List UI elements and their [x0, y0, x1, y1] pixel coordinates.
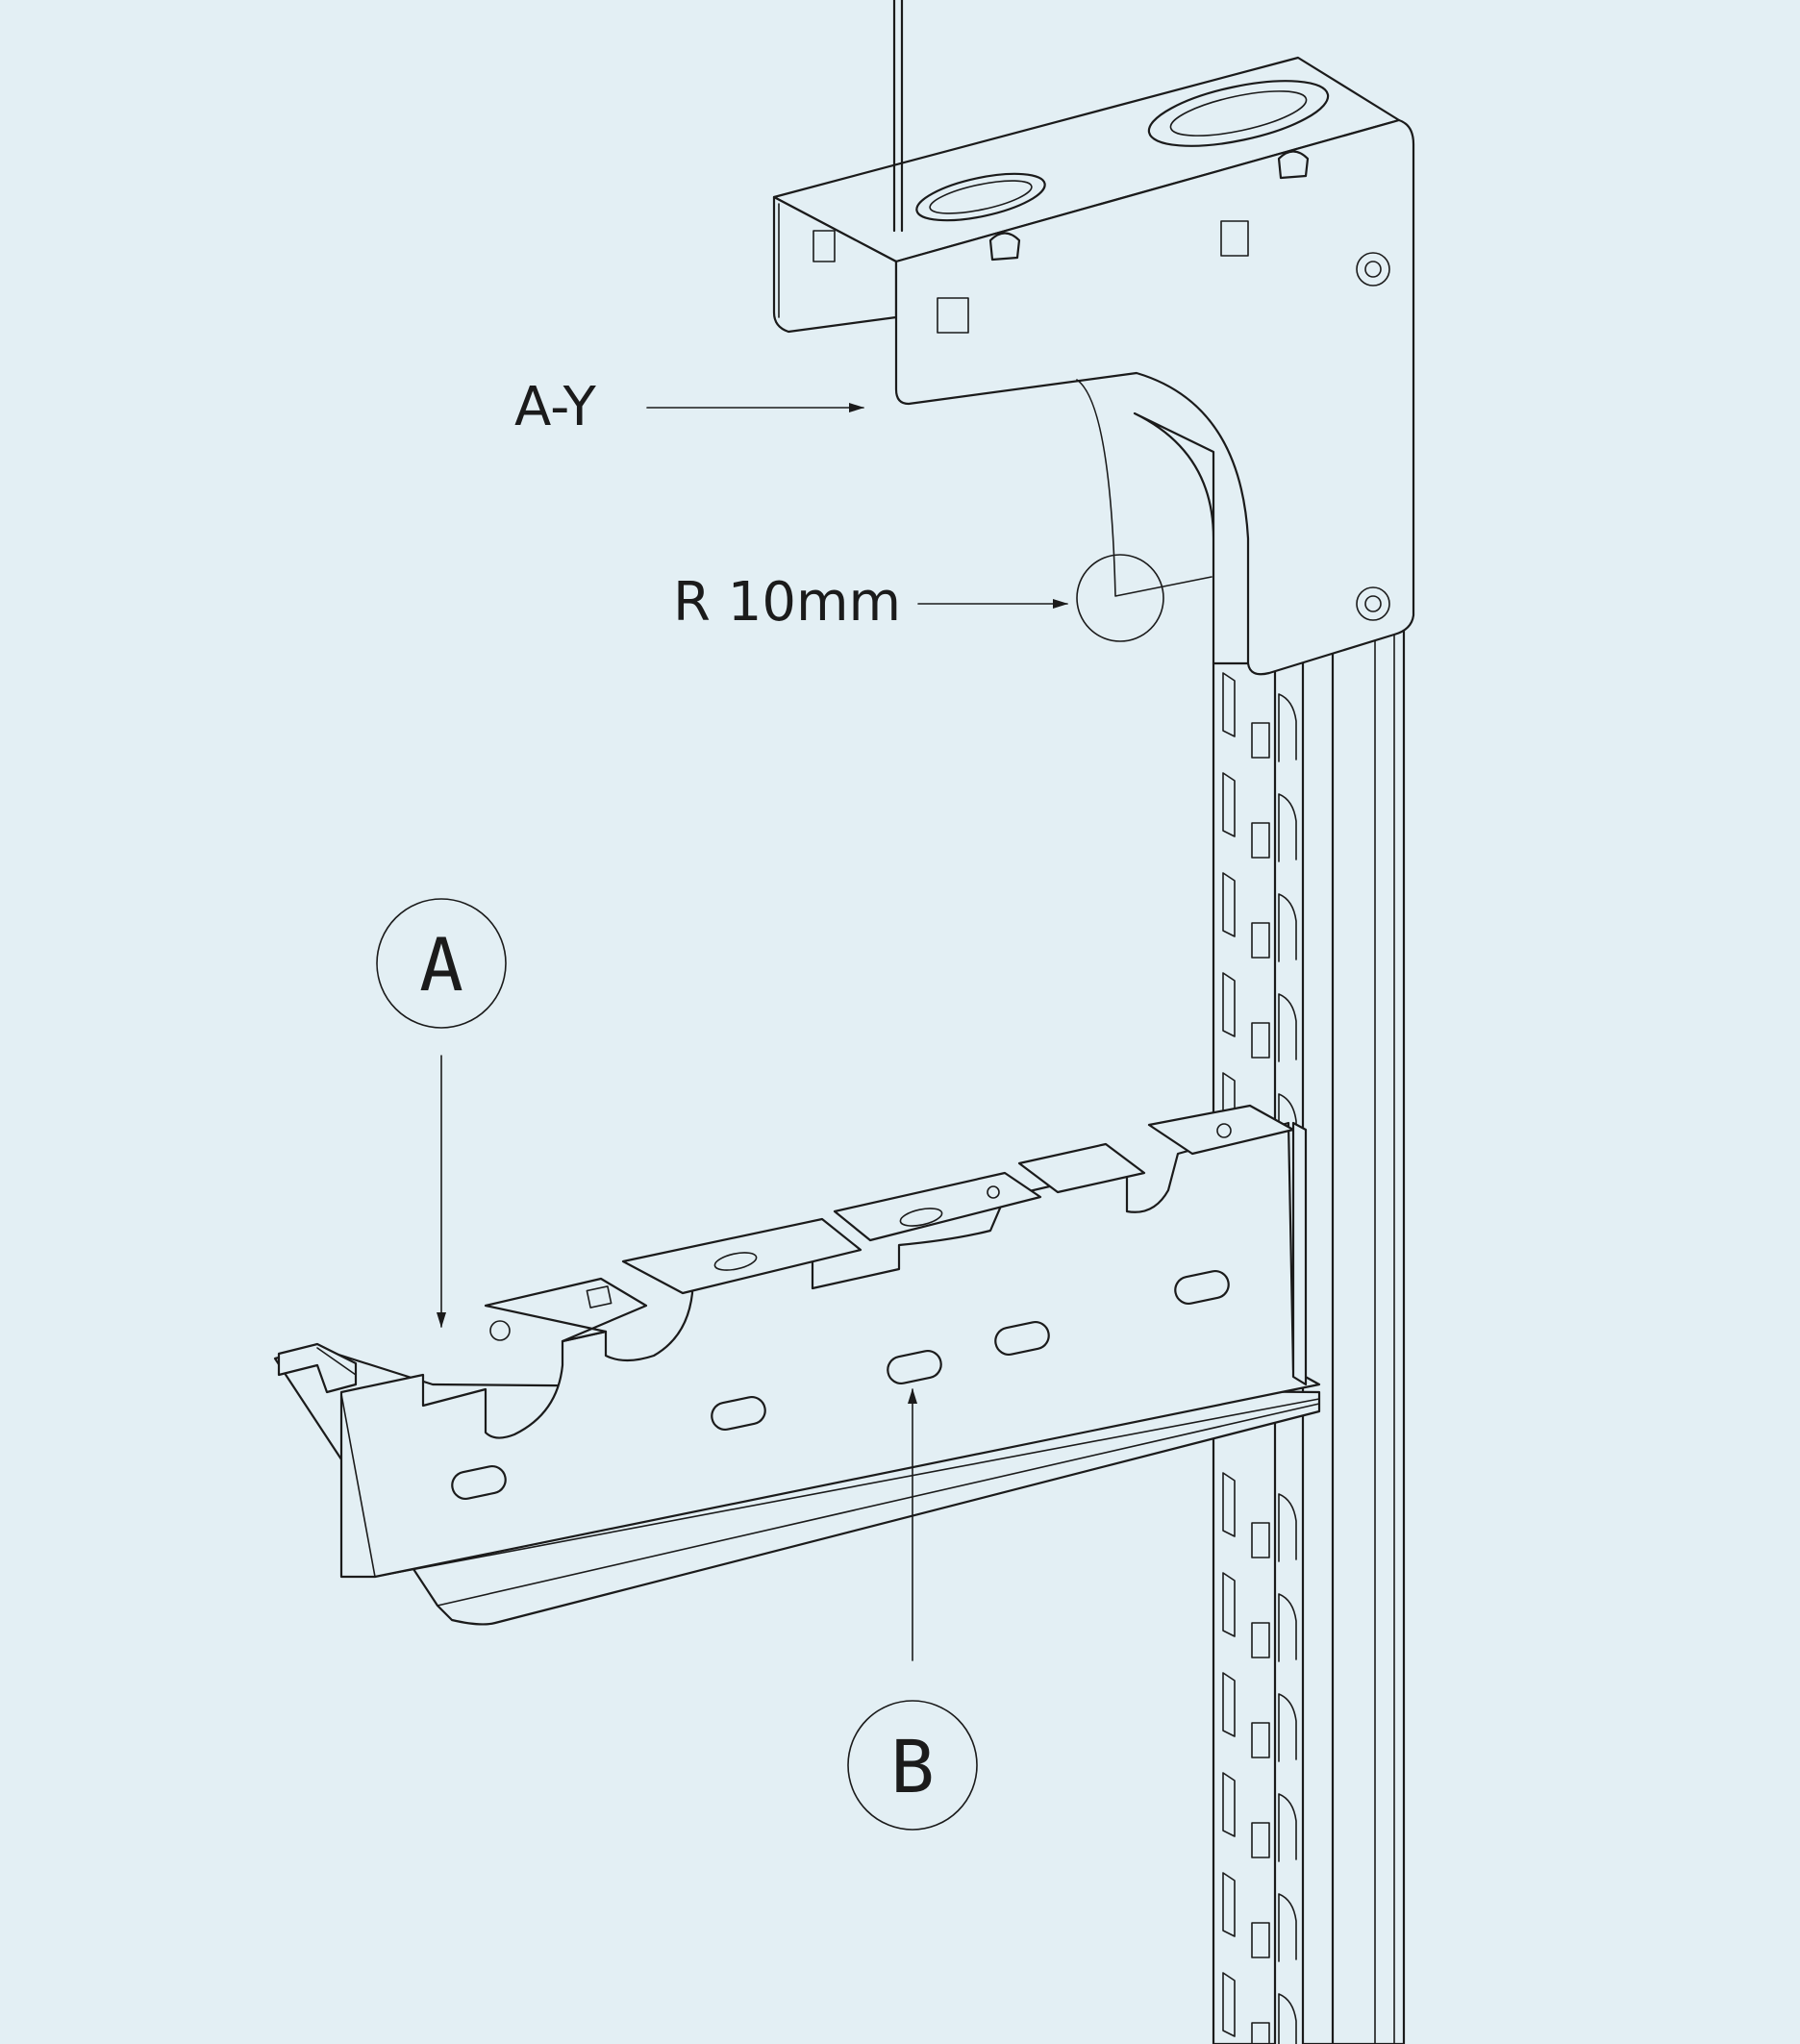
- rail-slot: [1251, 1622, 1270, 1658]
- rail-slot: [1251, 1922, 1270, 1958]
- rail-hook: [1278, 1793, 1297, 1862]
- rail-hook: [1278, 1993, 1297, 2044]
- annotation-radius: R 10mm: [673, 554, 1164, 642]
- rail-hook: [1278, 1593, 1297, 1662]
- rail-slot: [1222, 872, 1236, 937]
- rail-slot: [1222, 972, 1236, 1037]
- rail-slot: [1251, 1022, 1270, 1059]
- cable-tray: [273, 1104, 1321, 1626]
- rail-slot: [1222, 1772, 1236, 1837]
- radius-marker-circle: [1076, 554, 1164, 642]
- rail-hook: [1278, 693, 1297, 762]
- rail-slot: [1222, 1872, 1236, 1937]
- callout-a: A: [376, 898, 507, 1328]
- callout-a-circle: [376, 898, 507, 1029]
- rail-hook: [1278, 793, 1297, 862]
- rail-slot: [1222, 772, 1236, 837]
- rail-slot: [1251, 1822, 1270, 1858]
- rail-slot: [1251, 1522, 1270, 1558]
- rail-slot: [1222, 1572, 1236, 1637]
- rail-slot: [1251, 922, 1270, 959]
- rail-slot: [1222, 1972, 1236, 2037]
- rail-slot: [1251, 1722, 1270, 1758]
- rail-slot: [1222, 1472, 1236, 1537]
- top-bracket: [772, 0, 1415, 676]
- rail-hook: [1278, 1493, 1297, 1562]
- rail-hook: [1278, 1693, 1297, 1762]
- rail-slot: [1251, 822, 1270, 859]
- rail-slot: [1251, 722, 1270, 759]
- radius-label: R 10mm: [673, 571, 901, 634]
- callout-b: B: [847, 1388, 978, 1831]
- rail-slot: [1222, 1672, 1236, 1737]
- a-y-label: A-Y: [514, 376, 597, 438]
- rail-slot-pattern: [1222, 672, 1297, 2044]
- rail-hook: [1278, 893, 1297, 962]
- rail-hook: [1278, 1893, 1297, 1962]
- annotation-a-y: A-Y: [514, 376, 864, 438]
- callout-b-label: B: [890, 1724, 935, 1809]
- rail-slot: [1222, 672, 1236, 737]
- rail-hook: [1278, 993, 1297, 1062]
- callout-a-label: A: [419, 922, 463, 1008]
- callout-b-circle: [847, 1700, 978, 1831]
- rail-slot: [1251, 2022, 1270, 2044]
